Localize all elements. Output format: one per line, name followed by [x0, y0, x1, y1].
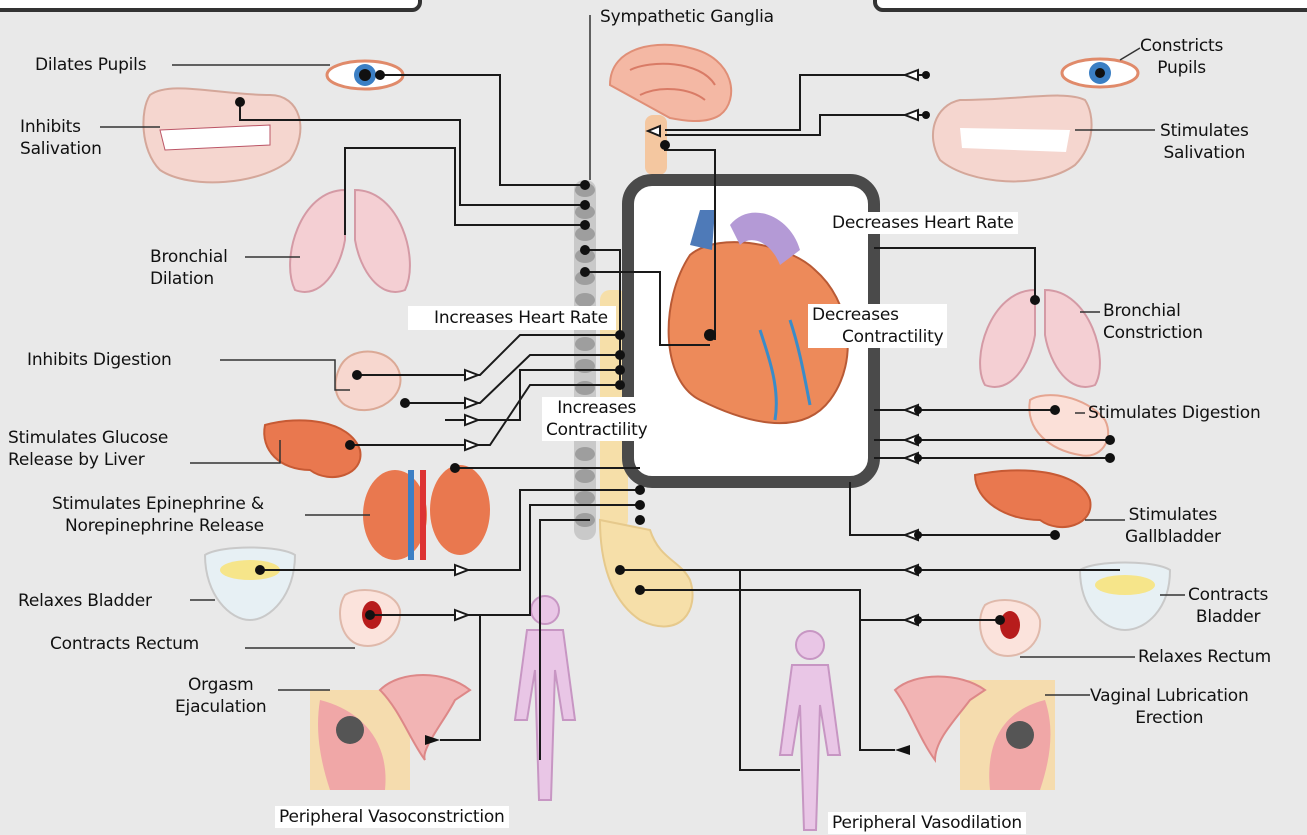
- label-stimulates-digestion: Stimulates Digestion: [1088, 402, 1261, 424]
- top-left-panel: [0, 0, 420, 10]
- label-relaxes-rectum: Relaxes Rectum: [1138, 646, 1271, 668]
- top-right-panel: [875, 0, 1307, 10]
- label-peripheral-vasoconstriction: Peripheral Vasoconstriction: [275, 806, 509, 828]
- label-contracts-rectum: Contracts Rectum: [50, 633, 199, 655]
- label-dilates-pupils: Dilates Pupils: [35, 54, 146, 76]
- label-increases-heart-rate: Increases Heart Rate: [408, 306, 616, 330]
- label-epinephrine: Stimulates Epinephrine &Norepinephrine R…: [52, 493, 264, 537]
- label-relaxes-bladder: Relaxes Bladder: [18, 590, 152, 612]
- label-peripheral-vasodilation: Peripheral Vasodilation: [828, 812, 1026, 834]
- label-inhibits-digestion: Inhibits Digestion: [27, 349, 172, 371]
- label-decreases-heart-rate: Decreases Heart Rate: [828, 212, 1018, 234]
- label-sympathetic-ganglia: Sympathetic Ganglia: [600, 6, 774, 28]
- sympathetic-chain: [574, 180, 596, 540]
